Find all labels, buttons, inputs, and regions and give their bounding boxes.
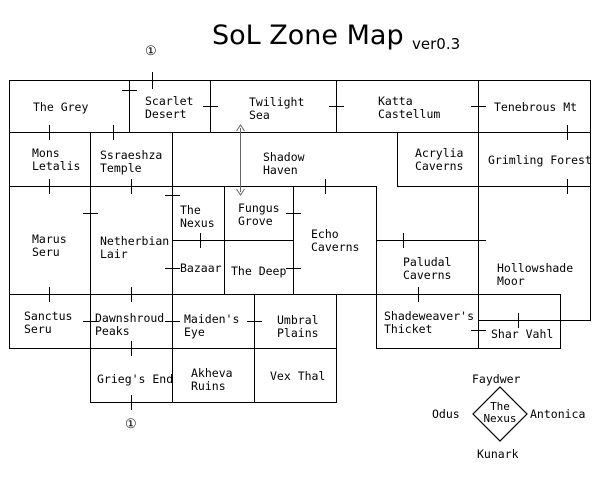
zone-label-line: Seru (32, 245, 60, 259)
zone-label-line: Fungus (238, 201, 280, 215)
zone-label-line: Caverns (415, 159, 464, 173)
twilight-fungus-arrow (236, 124, 245, 196)
zone-label-line: Shadow (263, 150, 305, 164)
zone-acrylia-caverns[interactable]: Acrylia Caverns (415, 147, 463, 173)
legend-center-line: Nexus (483, 412, 517, 425)
zone-label-line: Katta (378, 94, 413, 108)
zone-griegs-end[interactable]: Grieg's End (97, 373, 173, 386)
zone-umbral-plains[interactable]: Umbral Plains (277, 314, 319, 340)
zone-border-vex-thal (254, 348, 337, 403)
zone-shadow-haven[interactable]: Shadow Haven (263, 151, 305, 177)
zone-label-line: Scarlet (145, 94, 194, 108)
zone-twilight-sea[interactable]: Twilight Sea (249, 96, 304, 122)
zone-border-shar-vahl (478, 320, 561, 349)
zone-label-line: Shadeweaver's (384, 309, 475, 323)
legend-kunark: Kunark (477, 447, 519, 461)
zone-paludal-caverns[interactable]: Paludal Caverns (403, 256, 451, 282)
zone-the-grey[interactable]: The Grey (33, 101, 88, 114)
zone-connections (49, 72, 568, 410)
connector-marker-bottom: ① (125, 417, 137, 432)
zone-label-line: Temple (100, 161, 142, 175)
zone-label-line: Letalis (32, 159, 81, 173)
zone-label-line: Maiden's (184, 312, 240, 326)
zone-label-line: Vex Thal (270, 369, 326, 383)
zone-label-line: Sea (249, 108, 270, 122)
zone-label-line: Bazaar (180, 261, 222, 275)
zone-katta-castellum[interactable]: Katta Castellum (378, 95, 440, 121)
zone-label-line: Hollowshade (497, 261, 574, 275)
zone-label-line: Nexus (180, 216, 215, 230)
zone-the-nexus[interactable]: The Nexus (180, 204, 215, 230)
connector-marker-top: ① (145, 44, 157, 59)
zone-label-line: Ruins (191, 379, 226, 393)
zone-border-hollowshade-moor (478, 186, 591, 321)
zone-label-line: Grove (238, 214, 273, 228)
zone-label-line: The Grey (33, 100, 89, 114)
zone-vex-thal[interactable]: Vex Thal (270, 370, 325, 383)
zone-label-line: Netherbian (100, 234, 170, 248)
zone-label-line: Caverns (311, 240, 360, 254)
zone-ssraeshza-temple[interactable]: Ssraeshza Temple (100, 149, 162, 175)
zone-bazaar[interactable]: Bazaar (180, 262, 222, 275)
zone-label-line: Castellum (378, 107, 441, 121)
zone-label-line: Sanctus (24, 309, 73, 323)
zone-maidens-eye[interactable]: Maiden's Eye (184, 313, 239, 339)
zone-label-line: Lair (100, 247, 128, 261)
zone-label-line: Marus (32, 232, 67, 246)
zone-label-line: Plains (277, 326, 319, 340)
zone-echo-caverns[interactable]: Echo Caverns (311, 228, 359, 254)
zone-label-line: Grieg's End (97, 372, 174, 386)
zone-label-line: Thicket (384, 322, 433, 336)
nexus-diamond (472, 386, 528, 442)
zone-label-line: Echo (311, 227, 339, 241)
zone-shar-vahl[interactable]: Shar Vahl (491, 328, 553, 341)
zone-label-line: Umbral (277, 313, 319, 327)
zone-label-line: Paludal (403, 255, 452, 269)
zone-label-line: Acrylia (415, 146, 464, 160)
zone-label-line: Grimling Forest (488, 153, 592, 167)
zone-label-line: Eye (184, 325, 205, 339)
zone-scarlet-desert[interactable]: Scarlet Desert (145, 95, 193, 121)
legend-the-nexus: The Nexus (476, 401, 524, 425)
zone-sanctus-seru[interactable]: Sanctus Seru (24, 310, 72, 336)
zone-label-line: Seru (24, 322, 52, 336)
zone-akheva-ruins[interactable]: Akheva Ruins (191, 367, 233, 393)
zone-label-line: The (180, 203, 201, 217)
zone-label-line: Mons (32, 146, 60, 160)
zone-label-line: Dawnshroud (95, 311, 165, 325)
legend-antonica: Antonica (530, 407, 586, 421)
zone-label-line: Peaks (95, 324, 130, 338)
zone-netherbian-lair[interactable]: Netherbian Lair (100, 235, 169, 261)
map-title: SoL Zone Map (212, 20, 404, 51)
zone-tenebrous-mt[interactable]: Tenebrous Mt (494, 101, 577, 114)
zone-label-line: The Deep (231, 264, 287, 278)
zone-the-deep[interactable]: The Deep (231, 265, 286, 278)
zone-mons-letalis[interactable]: Mons Letalis (32, 147, 80, 173)
zone-label-line: Moor (497, 274, 525, 288)
legend-faydwer: Faydwer (472, 372, 521, 386)
zone-label-line: Akheva (191, 366, 233, 380)
zone-label-line: Desert (145, 107, 187, 121)
zone-label-line: Haven (263, 163, 298, 177)
zone-hollowshade-moor[interactable]: Hollowshade Moor (497, 262, 573, 288)
zone-fungus-grove[interactable]: Fungus Grove (238, 202, 280, 228)
legend-odus: Odus (432, 407, 460, 421)
map-version: ver0.3 (412, 35, 461, 53)
zone-grimling-forest[interactable]: Grimling Forest (488, 154, 592, 167)
zone-label-line: Tenebrous Mt (494, 100, 578, 114)
zone-label-line: Twilight (249, 95, 305, 109)
legend-center-line: The (490, 400, 510, 413)
zone-label-line: Shar Vahl (491, 327, 554, 341)
zone-marus-seru[interactable]: Marus Seru (32, 233, 67, 259)
zone-border-shadow-haven (172, 132, 479, 187)
zone-label-line: Caverns (403, 268, 452, 282)
zone-shadeweavers-thicket[interactable]: Shadeweaver's Thicket (384, 310, 474, 336)
zone-label-line: Ssraeshza (100, 148, 163, 162)
zone-dawnshroud-peaks[interactable]: Dawnshroud Peaks (95, 312, 164, 338)
